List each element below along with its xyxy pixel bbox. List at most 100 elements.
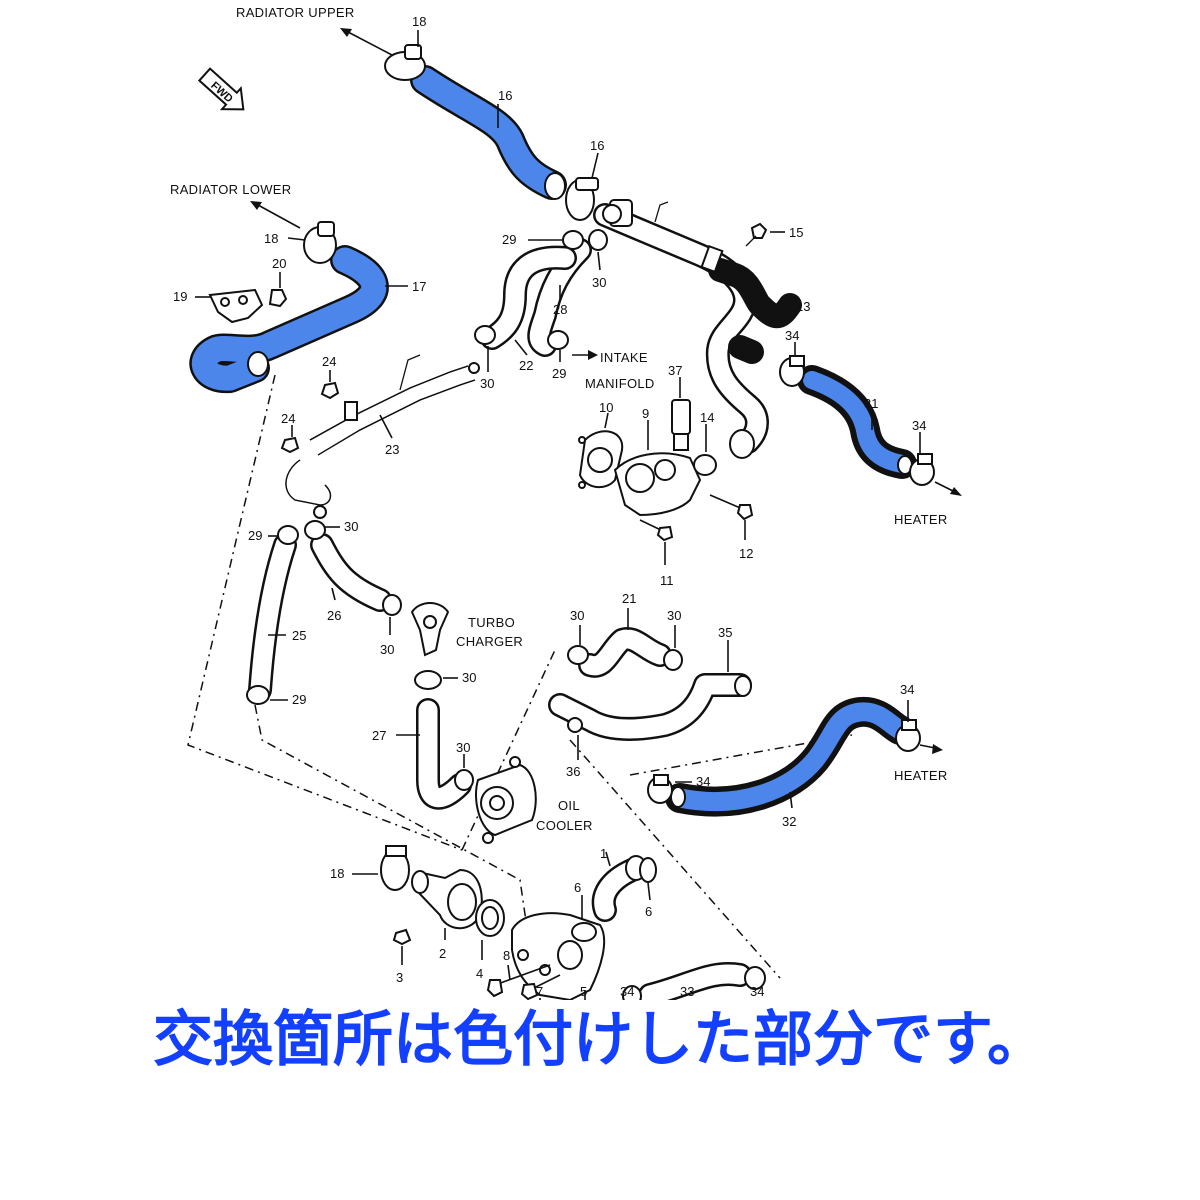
callout-27: 27	[372, 728, 386, 743]
callout-6b: 6	[645, 904, 652, 919]
callout-5: 5	[580, 984, 587, 999]
callout-30-e: 30	[570, 608, 584, 623]
callout-37: 37	[668, 363, 682, 378]
callout-20: 20	[272, 256, 286, 271]
bracket-19	[208, 288, 264, 324]
callout-29-d: 29	[292, 692, 306, 707]
callout-32: 32	[782, 814, 796, 829]
callout-18-lower: 18	[264, 231, 278, 246]
callout-34-d: 34	[696, 774, 710, 789]
callout-6a: 6	[574, 880, 581, 895]
bolt-20	[268, 289, 288, 308]
callout-23: 23	[385, 442, 399, 457]
callout-30-top: 30	[592, 275, 606, 290]
callout-9: 9	[642, 406, 649, 421]
callout-12: 12	[739, 546, 753, 561]
bolt-12	[709, 494, 754, 521]
heater-label-lower: HEATER	[894, 768, 948, 783]
o-ring-6b	[639, 857, 657, 883]
callout-1: 1	[600, 846, 607, 861]
clamp-18-bottom	[380, 845, 410, 891]
callout-35: 35	[718, 625, 732, 640]
heater-direction-upper: HEATER	[894, 481, 962, 527]
clamp-30-g	[414, 670, 442, 690]
hose-17-highlighted	[189, 245, 389, 394]
callout-29-mid: 29	[552, 366, 566, 381]
radiator-lower-direction: RADIATOR LOWER	[170, 182, 301, 229]
radiator-upper-label: RADIATOR UPPER	[236, 5, 355, 20]
o-ring-14	[693, 454, 717, 476]
callout-24b: 24	[281, 411, 295, 426]
hose-32-highlighted	[665, 696, 915, 817]
pipe-35	[548, 673, 752, 741]
oil-cooler	[474, 756, 537, 844]
pipe-13	[593, 199, 802, 459]
callout-2: 2	[439, 946, 446, 961]
cooling-hose-diagram: RADIATOR UPPER FWD 18 16 16	[170, 5, 962, 1000]
clamp-34-e	[622, 985, 642, 1000]
hose-31-fill	[803, 371, 911, 473]
clamp-30-f	[663, 649, 683, 671]
clamp-34-a	[779, 355, 805, 387]
bolt-24a	[320, 381, 340, 400]
callout-31: 31	[864, 396, 878, 411]
callout-18-bottom: 18	[330, 866, 344, 881]
clamp-30-e	[567, 645, 589, 665]
callout-29-c: 29	[248, 528, 262, 543]
fwd-arrow-icon: FWD	[197, 67, 245, 111]
clamp-30-c	[304, 520, 326, 540]
callout-26: 26	[327, 608, 341, 623]
callout-7: 7	[536, 984, 543, 999]
clamp-30-mid	[474, 325, 496, 345]
callout-30-d: 30	[380, 642, 394, 657]
callout-30-mid: 30	[480, 376, 494, 391]
charger-label: CHARGER	[456, 634, 523, 649]
hose-16-highlighted	[410, 65, 567, 200]
clamp-18-upper	[384, 30, 426, 81]
callout-16b: 16	[590, 138, 604, 153]
callout-11: 11	[660, 573, 674, 588]
clamp-34-d	[647, 774, 673, 804]
callout-18-upper: 18	[412, 14, 426, 29]
pipe-23	[285, 354, 480, 519]
bolt-7	[520, 974, 561, 1000]
bottom-callouts: 7 5 34 33 34	[536, 984, 764, 999]
callout-29-top: 29	[502, 232, 516, 247]
clamp-29-top	[562, 230, 584, 250]
inlet-2	[411, 868, 483, 930]
callout-34-c: 34	[900, 682, 914, 697]
callout-10: 10	[599, 400, 613, 415]
hose-21	[578, 627, 672, 678]
callout-22: 22	[519, 358, 533, 373]
turbo-fitting	[410, 602, 450, 657]
clamp-18-lower	[303, 221, 337, 264]
hose-17-fill	[191, 247, 387, 391]
callout-34-f: 34	[750, 984, 764, 999]
clamp-29-mid	[547, 330, 569, 350]
callout-8: 8	[503, 948, 510, 963]
callout-25: 25	[292, 628, 306, 643]
clamp-34-b	[909, 453, 935, 486]
bolt-8	[486, 964, 551, 998]
callout-14: 14	[700, 410, 714, 425]
clamp-34-c	[895, 719, 921, 752]
manifold-label: MANIFOLD	[585, 376, 655, 391]
hose-31-highlighted	[797, 365, 917, 479]
callout-16: 16	[498, 88, 512, 103]
cooler-label: COOLER	[536, 818, 593, 833]
clamp-16-lower	[565, 152, 599, 221]
callout-30-f: 30	[667, 608, 681, 623]
bolt-24b	[280, 436, 300, 454]
hose-27	[416, 698, 472, 810]
turbo-label: TURBO	[468, 615, 515, 630]
callout-28: 28	[553, 302, 567, 317]
hose-22	[480, 245, 577, 350]
intake-label: INTAKE	[600, 350, 648, 365]
callout-34-e: 34	[620, 984, 634, 999]
callout-21: 21	[622, 591, 636, 606]
hose-25	[248, 533, 297, 702]
callout-34-a: 34	[785, 328, 799, 343]
bolt-11	[639, 519, 674, 542]
clamp-30-h	[454, 769, 474, 791]
clamp-29-d	[246, 685, 270, 705]
